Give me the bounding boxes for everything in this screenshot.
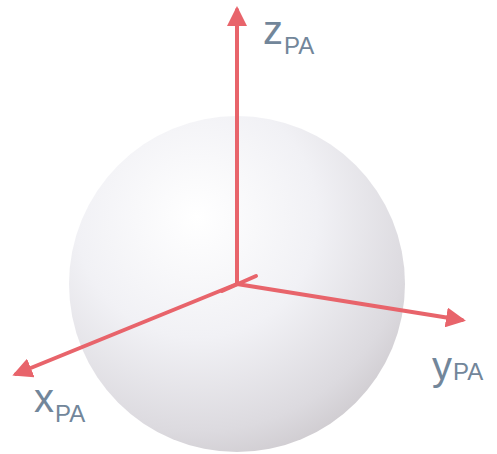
axis-subscript: PA — [55, 402, 85, 426]
axis-letter: y — [432, 346, 452, 386]
axis-subscript: PA — [453, 360, 483, 384]
y-axis — [237, 284, 462, 320]
origin-tick — [222, 276, 256, 291]
z-axis — [235, 10, 239, 284]
x-axis — [16, 284, 237, 374]
axis-letter: x — [34, 378, 54, 418]
axis-letter: z — [263, 10, 283, 50]
axis-subscript: PA — [284, 34, 314, 58]
